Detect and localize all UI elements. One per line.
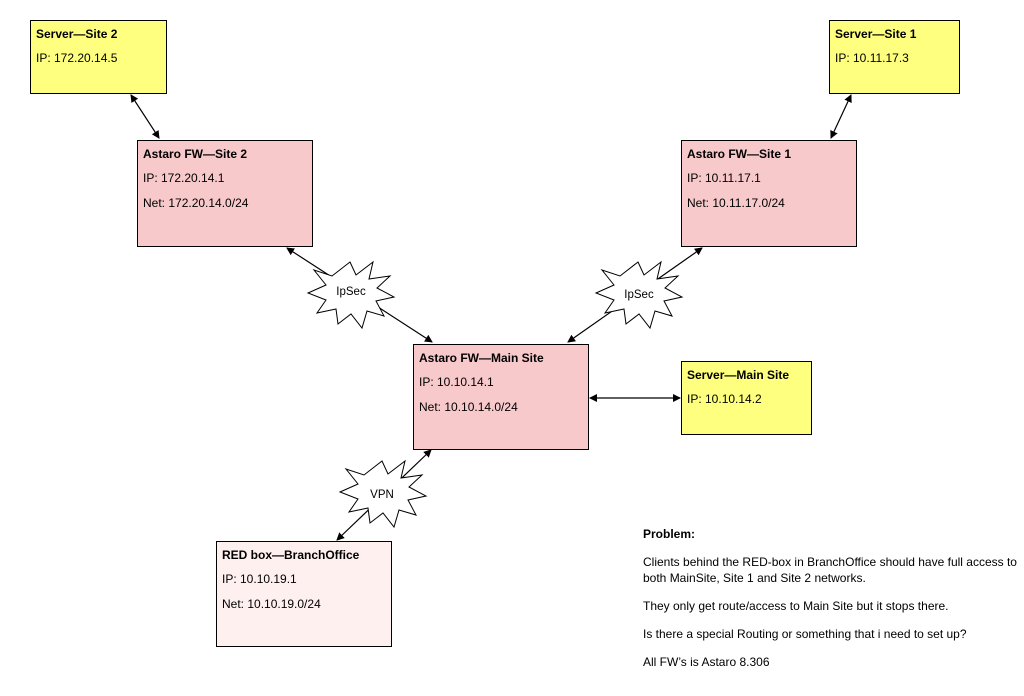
- problem-title: Problem:: [643, 527, 696, 541]
- problem-line-2: They only get route/access to Main Site …: [643, 599, 949, 613]
- fw-main-node: Astaro FW—Main Site IP: 10.10.14.1 Net: …: [413, 344, 589, 450]
- problem-line-1: Clients behind the RED-box in BranchOffi…: [643, 555, 1017, 585]
- vpn-burst-shape: [338, 459, 428, 529]
- ipsec-left-label: IpSec: [336, 286, 366, 298]
- fw-main-ip: IP: 10.10.14.1: [419, 375, 494, 389]
- vpn-label: VPN: [370, 489, 394, 501]
- fw-main-net: Net: 10.10.14.0/24: [419, 400, 518, 414]
- red-box-title: RED box—BranchOffice: [222, 548, 360, 562]
- fw-main-title: Astaro FW—Main Site: [419, 351, 544, 365]
- fw-site1-title: Astaro FW—Site 1: [687, 147, 792, 161]
- server-site2-node: Server—Site 2 IP: 172.20.14.5: [30, 20, 167, 94]
- fw-site2-title: Astaro FW—Site 2: [143, 147, 248, 161]
- ipsec-right-label: IpSec: [624, 289, 654, 301]
- link-server-site2-fw-site2: [130, 94, 160, 139]
- server-site1-title: Server—Site 1: [835, 27, 917, 41]
- ipsec-right-burst-shape: [594, 260, 684, 330]
- fw-site1-node: Astaro FW—Site 1 IP: 10.11.17.1 Net: 10.…: [681, 140, 857, 247]
- server-main-title: Server—Main Site: [687, 368, 790, 382]
- red-box-node: RED box—BranchOffice IP: 10.10.19.1 Net:…: [216, 541, 392, 647]
- red-box-ip: IP: 10.10.19.1: [222, 572, 297, 586]
- fw-site1-net: Net: 10.11.17.0/24: [687, 196, 785, 210]
- fw-site2-node: Astaro FW—Site 2 IP: 172.20.14.1 Net: 17…: [137, 140, 313, 247]
- server-site2-title: Server—Site 2: [36, 27, 118, 41]
- fw-site2-net: Net: 172.20.14.0/24: [143, 196, 249, 210]
- problem-line-3: Is there a special Routing or something …: [643, 627, 967, 641]
- server-main-node: Server—Main Site IP: 10.10.14.2: [681, 361, 812, 435]
- problem-note: Problem: Clients behind the RED-box in B…: [643, 527, 1024, 682]
- server-main-ip: IP: 10.10.14.2: [687, 392, 762, 406]
- server-site1-node: Server—Site 1 IP: 10.11.17.3: [829, 20, 960, 94]
- ipsec-left-burst-shape: [306, 260, 396, 330]
- server-site2-ip: IP: 172.20.14.5: [36, 51, 118, 65]
- problem-line-4: All FW’s is Astaro 8.306: [643, 655, 770, 669]
- fw-site2-ip: IP: 172.20.14.1: [143, 171, 225, 185]
- link-server-site1-fw-site1: [830, 94, 852, 139]
- server-site1-ip: IP: 10.11.17.3: [835, 51, 909, 65]
- fw-site1-ip: IP: 10.11.17.1: [687, 171, 761, 185]
- red-box-net: Net: 10.10.19.0/24: [222, 597, 321, 611]
